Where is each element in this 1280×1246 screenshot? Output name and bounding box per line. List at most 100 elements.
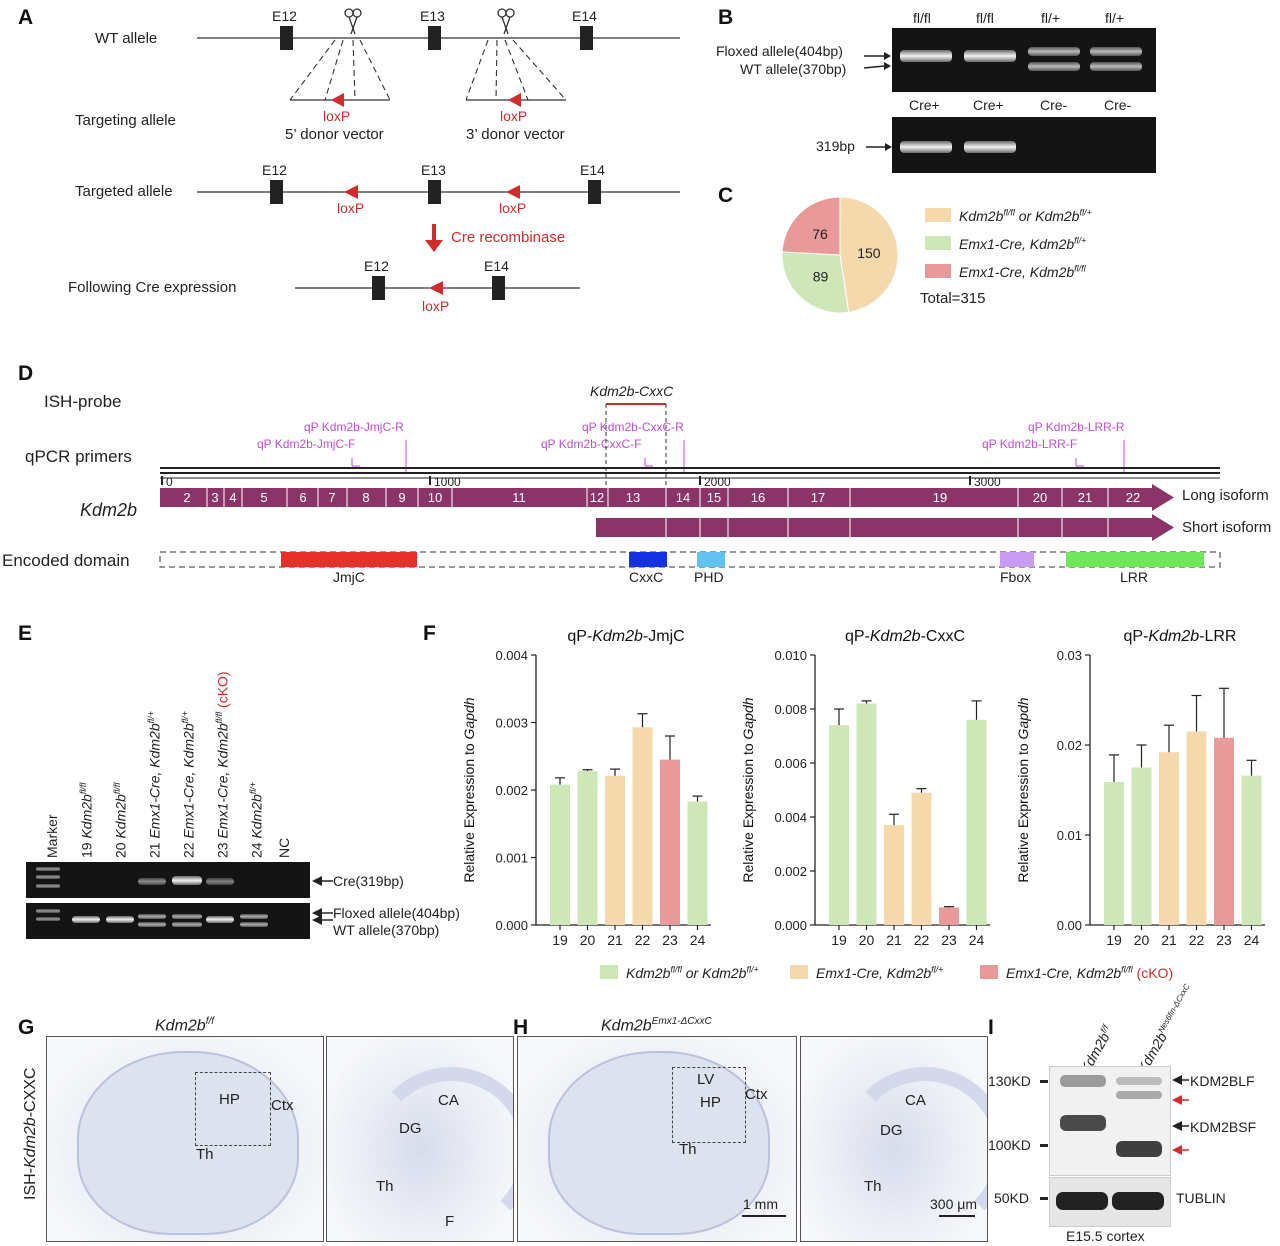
gel-band	[172, 922, 202, 927]
lane-cre-neg: Cre-	[1104, 97, 1132, 113]
legend-sup: fl/fl	[1121, 963, 1133, 974]
domain-cxxc: CxxC	[629, 569, 664, 585]
chart-ylabel: Relative Expression to Gapdh	[1015, 697, 1031, 882]
gel-band	[1090, 47, 1142, 56]
bar	[550, 784, 570, 925]
x-tick-label: 21	[607, 932, 623, 948]
panel-label-g: G	[18, 1016, 35, 1039]
panel-label-i: I	[988, 1016, 994, 1039]
lane-cko: Kdm2bNes6fin-ΔCxxC	[1134, 982, 1192, 1076]
western-blot	[1049, 1066, 1171, 1176]
legend-sup: fl/fl	[1003, 206, 1015, 217]
legend-item: Kdm2bfl/fl or Kdm2bfl/+	[925, 206, 1092, 226]
legend-swatch	[600, 965, 618, 980]
zoom-box	[195, 1072, 271, 1146]
bar-chart: qP-Kdm2b-JmjC Relative Expression to Gapd…	[461, 628, 711, 948]
loading-blot	[1049, 1177, 1171, 1227]
panel-h-title: Kdm2bEmx1-ΔCxxC	[601, 1016, 712, 1035]
exon-label-e13: E13	[421, 162, 446, 178]
mw-marker-130: 130KD	[988, 1073, 1031, 1089]
y-tick-label: 0.02	[1057, 738, 1082, 753]
region-lv: LV	[697, 1071, 715, 1088]
bar	[632, 727, 653, 925]
bar	[1214, 737, 1234, 925]
scale-300um: 300 μm	[930, 1196, 977, 1212]
chart-title: qP-Kdm2b-JmjC	[567, 628, 684, 645]
legend-sup: fl/fl	[1074, 262, 1086, 273]
genotype-gel-bottom	[892, 117, 1156, 173]
bar	[605, 775, 625, 925]
gel-band	[206, 916, 234, 923]
legend-item: Emx1-Cre, Kdm2bfl/fl	[925, 262, 1086, 282]
y-tick-label: 0.002	[495, 783, 528, 798]
gel-band	[964, 141, 1016, 153]
x-tick-label: 20	[580, 932, 596, 948]
qpcr-legend: Kdm2bfl/fl or Kdm2bfl/+ Emx1-Cre, Kdm2bfl…	[600, 963, 1240, 987]
gel-band	[240, 922, 268, 927]
bar	[856, 703, 877, 925]
lane-cre-pos: Cre+	[909, 97, 940, 113]
y-tick-label: 0.004	[774, 810, 807, 825]
gel-band	[106, 916, 134, 923]
wt-allele-label: WT allele(370bp)	[740, 61, 847, 77]
gel-band	[900, 50, 952, 62]
gel-band	[138, 922, 166, 927]
exon-number: 22	[1125, 490, 1141, 505]
legend-text: Kdm2bfl/fl or Kdm2bfl/+	[626, 963, 759, 981]
row-label-following-cre: Following Cre expression	[68, 279, 237, 296]
scale-bar	[742, 1215, 786, 1217]
exon-number: 16	[750, 490, 766, 505]
lane-genotype: Kdm2b	[248, 794, 265, 843]
cre-gel	[26, 862, 310, 898]
y-tick-label: 0.002	[774, 864, 807, 879]
qpcr-bar-charts: qP-Kdm2b-JmjC Relative Expression to Gapd…	[461, 628, 1265, 948]
x-tick-label: 23	[941, 932, 957, 948]
x-tick-label: 19	[831, 932, 847, 948]
legend-sup: fl/+	[746, 963, 759, 974]
gel-band	[206, 878, 234, 885]
bar	[829, 725, 849, 925]
gel-band	[36, 875, 60, 879]
lane-fl-fl: fl/fl	[913, 10, 931, 26]
region-th: Th	[376, 1178, 394, 1195]
blot-band	[1112, 1192, 1164, 1210]
chart-title: qP-Kdm2b-CxxC	[845, 628, 965, 645]
gel-band	[172, 914, 202, 919]
panel-g-side-label: ISH-Kdm2b-CXXC	[22, 1067, 39, 1200]
x-tick-label: 21	[886, 932, 902, 948]
region-ca: CA	[438, 1092, 459, 1109]
cre-recombinase-label: Cre recombinase	[451, 229, 566, 246]
bar	[1159, 752, 1179, 925]
lane-sup: fl/fl	[112, 782, 122, 795]
donor-5-label: 5’ donor vector	[285, 126, 384, 143]
lane-marker: Marker	[44, 814, 60, 858]
cre-band-label: Cre(319bp)	[333, 873, 404, 889]
exon-number: 19	[932, 490, 948, 505]
panel-label-h: H	[513, 1016, 529, 1039]
legend-text: Emx1-Cre, Kdm2bfl/+	[816, 963, 944, 981]
exon-number: 7	[328, 490, 336, 505]
legend-sup: fl/+	[931, 963, 944, 974]
exon-number: 11	[512, 490, 526, 505]
panel-g-title: Kdm2bf/f	[155, 1016, 215, 1035]
lane-cko: (cKO)	[214, 671, 231, 712]
lane-label: 19 Kdm2bfl/fl	[78, 782, 95, 858]
gel-band	[1028, 47, 1080, 56]
loxp-label: loxP	[499, 200, 527, 216]
gel-band	[240, 914, 268, 919]
band-arrows	[1172, 1075, 1189, 1155]
arrow-icons	[312, 876, 333, 925]
x-tick-label: 21	[1161, 932, 1177, 948]
gel-band	[138, 878, 166, 885]
chart-ylabel: Relative Expression to Gapdh	[461, 697, 477, 882]
pie-legend: Kdm2bfl/fl or Kdm2bfl/+ Emx1-Cre, Kdm2bfl…	[925, 206, 1185, 306]
blot-band	[1060, 1115, 1106, 1131]
short-isoform-label: Short isoform	[1182, 519, 1272, 536]
primer-label: qP Kdm2b-CxxC-R	[582, 420, 684, 434]
ruler-label: 2000	[704, 475, 731, 489]
row-label-targeted-allele: Targeted allele	[75, 183, 173, 200]
loxp-label: loxP	[500, 108, 528, 124]
ish-section-cko	[517, 1036, 797, 1242]
lane-genotype: Kdm2b	[112, 794, 129, 843]
